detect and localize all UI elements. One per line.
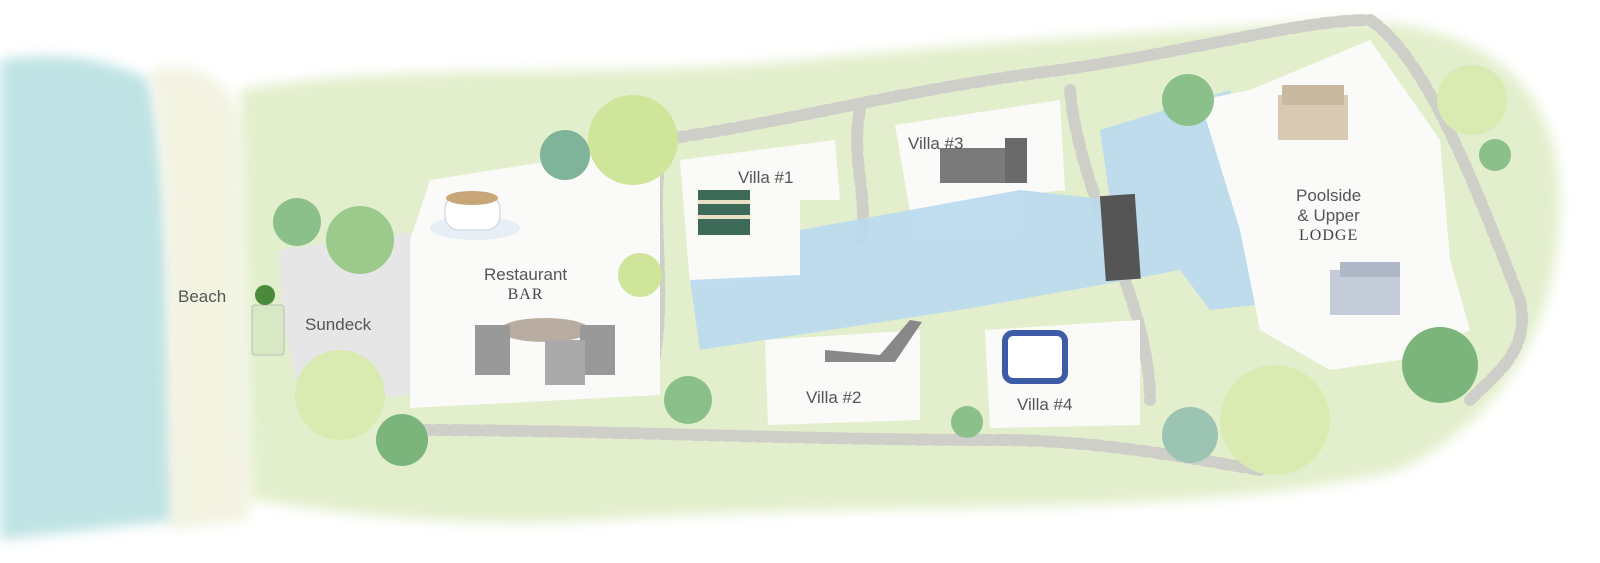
sundeck-label: Sundeck xyxy=(305,315,372,334)
pillow-icon xyxy=(1002,330,1068,384)
coffee-cup-icon xyxy=(430,191,520,240)
bar-name: BAR xyxy=(507,286,544,303)
lodge-label: Poolside & Upper LODGE xyxy=(1296,186,1361,246)
lodge-building xyxy=(1200,40,1470,370)
dining-set-icon xyxy=(475,318,615,385)
tree-icon xyxy=(618,253,662,297)
poolside-text: Poolside xyxy=(1296,186,1362,205)
restaurant-name: Restaurant xyxy=(484,265,568,284)
tree-icon xyxy=(588,95,678,185)
villa1-label: Villa #1 xyxy=(738,168,794,187)
palm-icon xyxy=(326,206,394,274)
pool-bridge xyxy=(1099,193,1141,282)
sundeck-area xyxy=(278,232,410,400)
ocean xyxy=(0,56,180,540)
tree-icon xyxy=(1162,407,1218,463)
sand-beach xyxy=(150,67,250,530)
palm-icon xyxy=(1479,139,1511,171)
cocktail-glass-icon xyxy=(251,285,285,356)
villa2-label: Villa #2 xyxy=(806,388,862,407)
palm-icon xyxy=(664,376,712,424)
palm-icon xyxy=(273,198,321,246)
palm-icon xyxy=(376,414,428,466)
tree-icon xyxy=(540,130,590,180)
books-icon xyxy=(698,190,750,235)
tree-icon xyxy=(295,350,385,440)
pool xyxy=(690,90,1300,350)
lounge-chair-icon xyxy=(825,320,922,362)
palm-icon xyxy=(1162,74,1214,126)
restaurant-label: Restaurant BAR xyxy=(484,265,567,305)
bed-icon xyxy=(1278,85,1348,140)
upper-text: & Upper xyxy=(1297,206,1360,225)
villa3-label: Villa #3 xyxy=(908,134,964,153)
palm-icon xyxy=(1402,327,1478,403)
bed-icon xyxy=(940,138,1027,183)
beach-label: Beach xyxy=(178,287,227,306)
tree-icon xyxy=(1220,365,1330,475)
lodge-text: LODGE xyxy=(1299,227,1359,244)
furniture xyxy=(251,85,1400,385)
tree-icon xyxy=(1437,65,1507,135)
bed-icon xyxy=(1330,262,1400,315)
villa4-label: Villa #4 xyxy=(1017,395,1073,414)
trees xyxy=(273,65,1511,475)
palm-icon xyxy=(951,406,983,438)
